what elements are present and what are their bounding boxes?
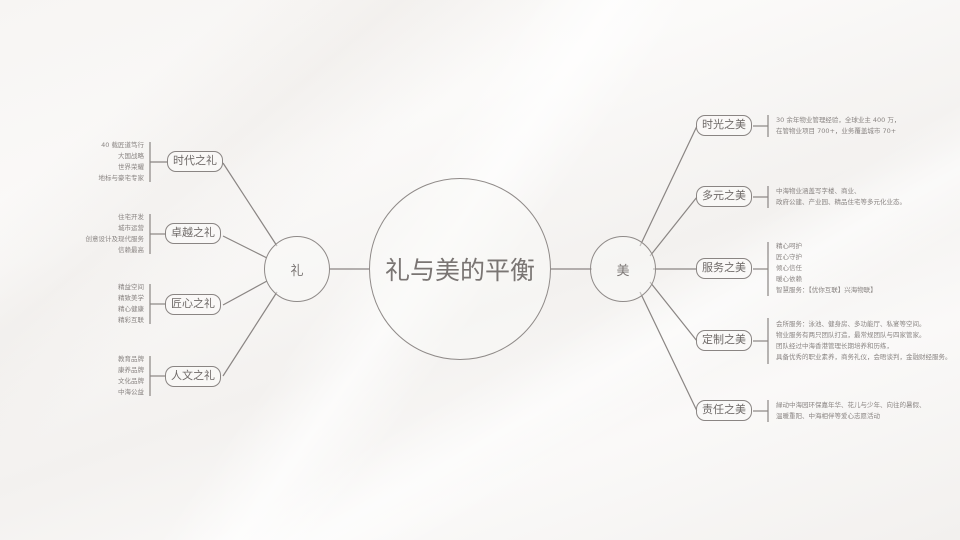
leaf-item: 城市运营 bbox=[118, 224, 144, 232]
hub-mei-label: 美 bbox=[616, 263, 630, 279]
leaf-item: 政府公建、产业园、精品住宅等多元化业态。 bbox=[776, 198, 906, 206]
branch-responsibility[interactable]: 责任之美 bbox=[696, 400, 752, 421]
leaf-item: 大国战略 bbox=[118, 152, 144, 160]
leaf-item: 精心呵护 bbox=[776, 242, 802, 250]
branch-era[interactable]: 时代之礼 bbox=[167, 151, 223, 172]
leaf-item: 40 载匠道笃行 bbox=[101, 141, 144, 149]
central-topic[interactable]: 礼与美的平衡 bbox=[369, 178, 551, 360]
leaf-item: 中海物业涵盖写字楼、商业、 bbox=[776, 187, 861, 195]
leaf-item: 教育品牌 bbox=[118, 355, 144, 363]
branch-craft[interactable]: 匠心之礼 bbox=[165, 294, 221, 315]
hub-li-label: 礼 bbox=[290, 263, 304, 279]
leaf-item: 智慧服务：【优你互联】兴海物联】 bbox=[776, 286, 877, 294]
leaf-item: 文化品牌 bbox=[118, 377, 144, 385]
leaf-time: 30 余年物业管理经验，全球业主 400 万， 在管物业项目 700+，业务覆盖… bbox=[776, 115, 900, 137]
leaf-item: 精心健康 bbox=[118, 305, 144, 313]
leaf-item: 30 余年物业管理经验，全球业主 400 万， bbox=[776, 116, 901, 124]
branch-time[interactable]: 时光之美 bbox=[696, 115, 752, 136]
leaf-item: 暖心依赖 bbox=[776, 275, 802, 283]
leaf-item: 在管物业项目 700+，业务覆盖城市 70+ bbox=[776, 127, 897, 135]
leaf-era: 40 载匠道笃行 大国战略 世界荣耀 地标与豪宅专家 bbox=[99, 140, 145, 184]
branch-excellence[interactable]: 卓越之礼 bbox=[165, 223, 221, 244]
leaf-item: 匠心守护 bbox=[776, 253, 802, 261]
leaf-craft: 精益空间 精致美学 精心健康 精彩互联 bbox=[118, 282, 144, 326]
leaf-item: 精益空间 bbox=[118, 283, 144, 291]
branch-service[interactable]: 服务之美 bbox=[696, 258, 752, 279]
branch-custom[interactable]: 定制之美 bbox=[696, 330, 752, 351]
leaf-responsibility: 緑动中海园环保嘉年华、花儿与少年、向往的暑假、 温暖重阳、中海相伴等爱心志愿活动 bbox=[776, 400, 926, 422]
leaf-diversity: 中海物业涵盖写字楼、商业、 政府公建、产业园、精品住宅等多元化业态。 bbox=[776, 186, 906, 208]
leaf-item: 地标与豪宅专家 bbox=[98, 174, 145, 182]
hub-mei[interactable]: 美 bbox=[590, 236, 656, 302]
leaf-item: 会所服务：泳池、健身房、多功能厅、私宴等空间。 bbox=[776, 320, 926, 328]
hub-li[interactable]: 礼 bbox=[264, 236, 330, 302]
central-topic-label: 礼与美的平衡 bbox=[384, 256, 535, 285]
leaf-item: 创意设计及现代服务 bbox=[85, 235, 145, 243]
branch-humanity[interactable]: 人文之礼 bbox=[165, 366, 221, 387]
leaf-item: 精彩互联 bbox=[118, 316, 144, 324]
leaf-item: 信赖最高 bbox=[118, 246, 144, 254]
leaf-item: 温暖重阳、中海相伴等爱心志愿活动 bbox=[776, 412, 880, 420]
leaf-item: 团队经过中海香港管理长期培养和历练， bbox=[776, 342, 893, 350]
leaf-item: 倾心信任 bbox=[776, 264, 802, 272]
leaf-item: 精致美学 bbox=[118, 294, 144, 302]
leaf-custom: 会所服务：泳池、健身房、多功能厅、私宴等空间。 物业服务有两只团队打造，最常规团… bbox=[776, 319, 952, 363]
leaf-service: 精心呵护 匠心守护 倾心信任 暖心依赖 智慧服务：【优你互联】兴海物联】 bbox=[776, 241, 877, 296]
leaf-item: 具备优秀的职业素养，商务礼仪，会晤谈判，金融财经服务。 bbox=[776, 353, 952, 361]
leaf-item: 緑动中海园环保嘉年华、花儿与少年、向往的暑假、 bbox=[776, 401, 926, 409]
branch-diversity[interactable]: 多元之美 bbox=[696, 186, 752, 207]
leaf-item: 住宅开发 bbox=[118, 213, 144, 221]
leaf-item: 康养品牌 bbox=[118, 366, 144, 374]
leaf-item: 世界荣耀 bbox=[118, 163, 144, 171]
leaf-item: 中海公益 bbox=[118, 388, 144, 396]
leaf-humanity: 教育品牌 康养品牌 文化品牌 中海公益 bbox=[118, 354, 144, 398]
leaf-item: 物业服务有两只团队打造，最常规团队与四家管家。 bbox=[776, 331, 926, 339]
leaf-excellence: 住宅开发 城市运营 创意设计及现代服务 信赖最高 bbox=[86, 212, 145, 256]
